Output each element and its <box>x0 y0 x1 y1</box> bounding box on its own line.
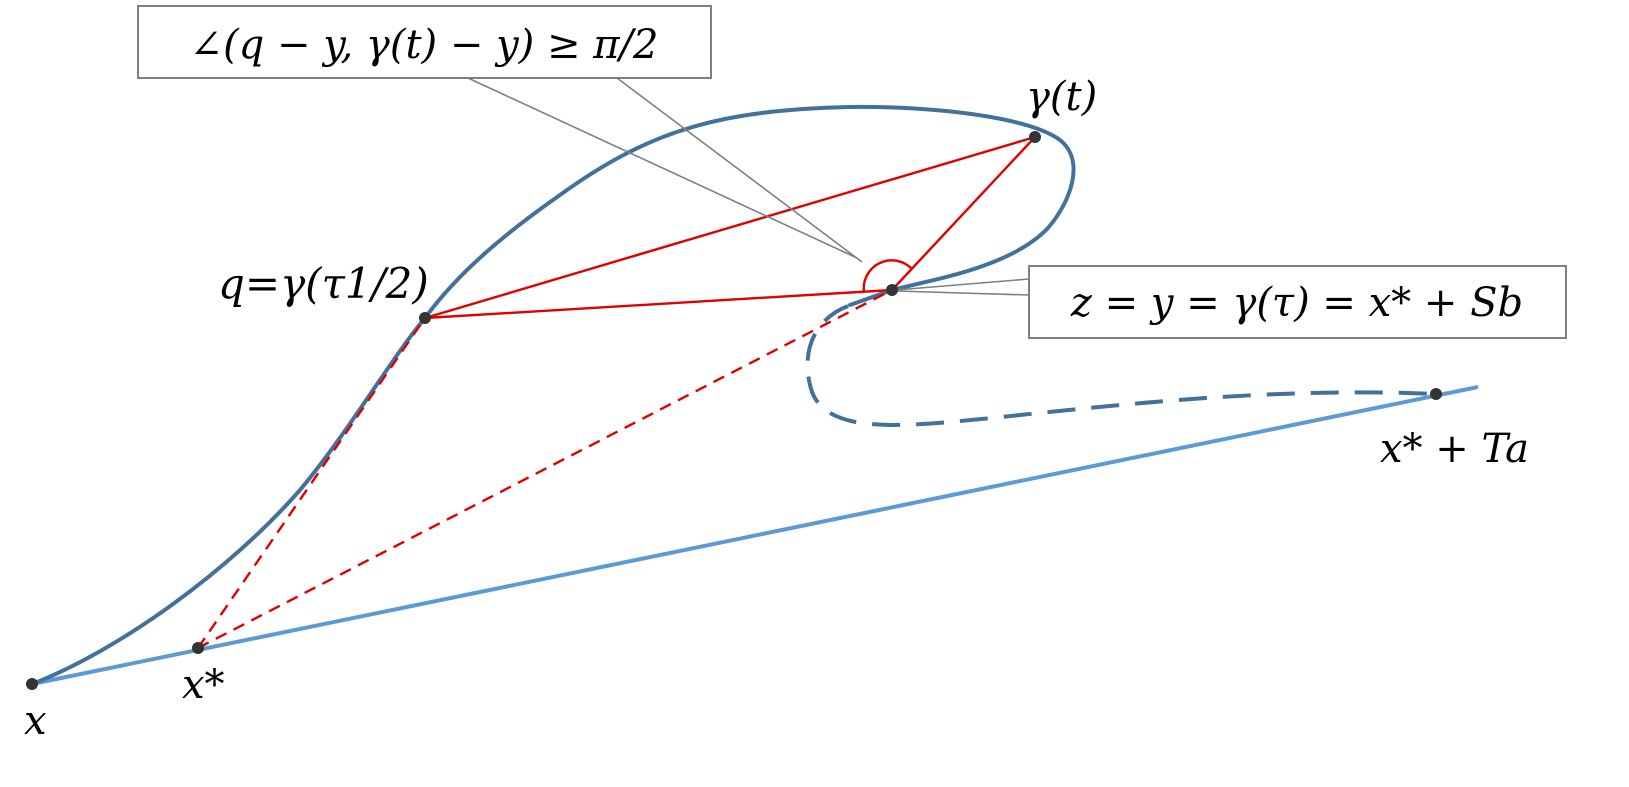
leader-line-point-identity-1 <box>895 278 1030 291</box>
angle-arc <box>862 259 913 293</box>
callout-text-point-identity: z = y = γ(τ) = x* + Sb <box>1070 280 1523 326</box>
callout-box-angle-condition <box>137 5 712 79</box>
leader-line-point-identity-2 <box>895 290 1030 296</box>
leader-line-angle-2 <box>616 77 863 263</box>
label-x-star: x* <box>182 662 225 708</box>
leader-line-angle-1 <box>467 77 858 259</box>
point-gamma-t <box>1029 131 1041 143</box>
point-y <box>886 284 898 296</box>
label-x: x <box>24 698 47 744</box>
curve-gamma <box>30 104 1076 686</box>
curve-dashed-continuation <box>805 304 1437 427</box>
callout-box-point-identity <box>1028 265 1567 339</box>
point-q <box>419 312 431 324</box>
red-dashed-x-star-to-y <box>197 288 893 650</box>
red-line-q-to-y <box>424 288 893 320</box>
label-q: q=γ(τ1/2) <box>218 259 429 308</box>
point-x <box>26 678 38 690</box>
point-x-star-plus-ta <box>1430 388 1442 400</box>
red-line-q-to-gamma-t <box>424 135 1036 320</box>
red-dashed-x-star-to-q <box>197 317 426 649</box>
red-line-y-to-gamma-t <box>891 136 1036 291</box>
label-gamma-t: γ(t) <box>1026 74 1097 120</box>
callout-text-angle-condition: ∠(q − y, γ(t) − y) ≥ π/2 <box>190 22 659 68</box>
straight-segment-x-to-x-star-plus-ta <box>31 385 1479 686</box>
point-x-star <box>192 642 204 654</box>
label-x-star-plus-ta: x* + Ta <box>1380 426 1529 472</box>
